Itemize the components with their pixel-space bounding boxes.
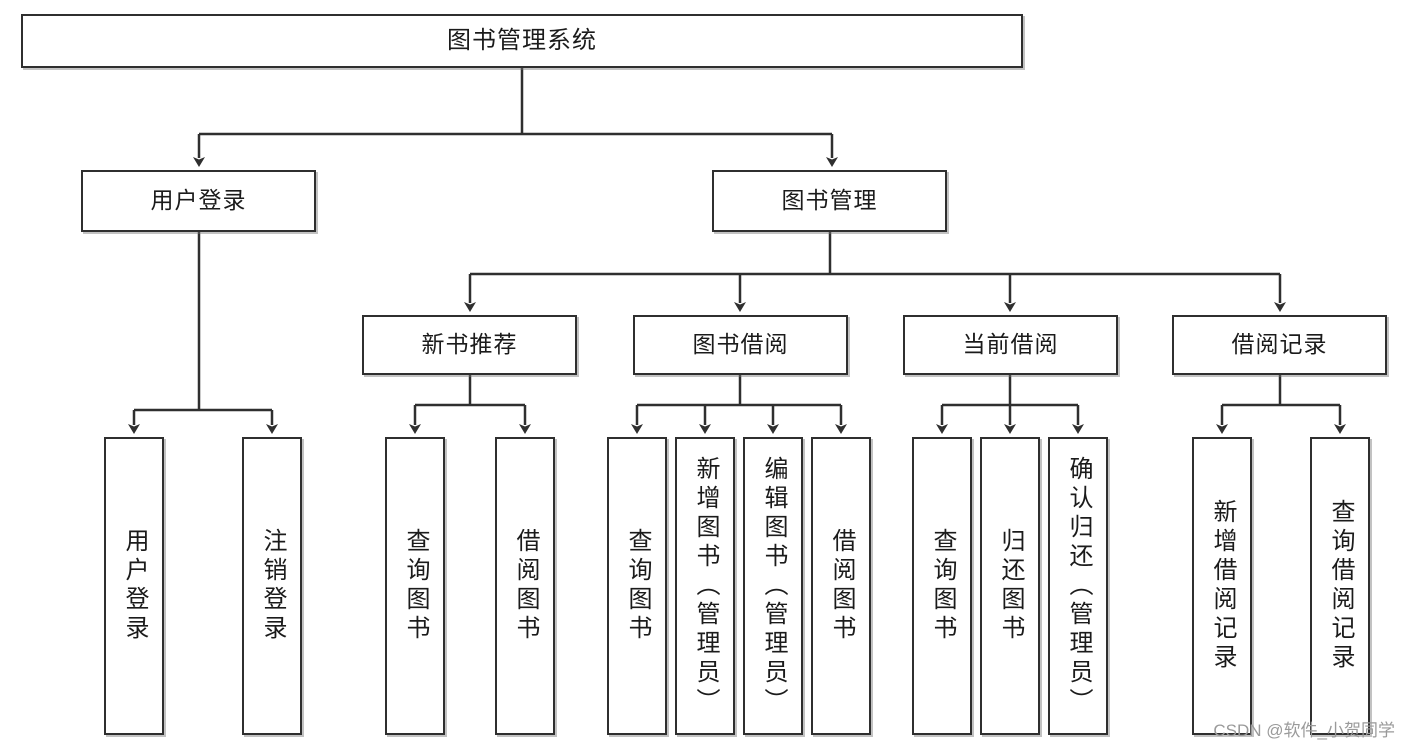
node-user-login-logout[interactable]: 注销登录 [242, 437, 302, 735]
node-book-management[interactable]: 图书管理 [712, 170, 947, 232]
connector-bookmgmt-to-level2 [464, 232, 1286, 312]
node-borrow-record-label: 借阅记录 [1231, 331, 1328, 358]
node-nb-borrow-book[interactable]: 借阅图书 [495, 437, 555, 735]
node-bb-borrow-book[interactable]: 借阅图书 [811, 437, 871, 735]
node-current-borrow[interactable]: 当前借阅 [903, 315, 1118, 375]
node-cb-return-book-label: 归还图书 [997, 528, 1024, 644]
node-br-add-record-label: 新增借阅记录 [1209, 499, 1236, 673]
connector-userlogin-to-leaves [128, 232, 278, 434]
node-user-login[interactable]: 用户登录 [81, 170, 316, 232]
node-current-borrow-label: 当前借阅 [962, 331, 1059, 358]
node-cb-return-book[interactable]: 归还图书 [980, 437, 1040, 735]
node-br-add-record[interactable]: 新增借阅记录 [1192, 437, 1252, 735]
node-borrow-record[interactable]: 借阅记录 [1172, 315, 1387, 375]
node-book-management-label: 图书管理 [781, 187, 878, 214]
node-nb-borrow-book-label: 借阅图书 [512, 528, 539, 644]
node-nb-query-book[interactable]: 查询图书 [385, 437, 445, 735]
node-bb-edit-book[interactable]: 编辑图书（管理员） [743, 437, 803, 735]
node-cb-query-book-label: 查询图书 [929, 528, 956, 644]
node-book-borrow[interactable]: 图书借阅 [633, 315, 848, 375]
node-br-query-record[interactable]: 查询借阅记录 [1310, 437, 1370, 735]
connector-root-to-level1 [193, 68, 838, 167]
connector-newbook-to-leaves [409, 375, 531, 434]
node-nb-query-book-label: 查询图书 [402, 528, 429, 644]
node-bb-query-book[interactable]: 查询图书 [607, 437, 667, 735]
node-cb-confirm-return-label: 确认归还（管理员） [1065, 455, 1092, 717]
connector-borrowrecord-to-leaves [1216, 375, 1346, 434]
connector-bookborrow-to-leaves [631, 375, 847, 434]
node-user-login-login-label: 用户登录 [121, 528, 148, 644]
node-bb-borrow-book-label: 借阅图书 [828, 528, 855, 644]
node-new-book-recommend[interactable]: 新书推荐 [362, 315, 577, 375]
node-br-query-record-label: 查询借阅记录 [1327, 499, 1354, 673]
node-cb-query-book[interactable]: 查询图书 [912, 437, 972, 735]
node-bb-query-book-label: 查询图书 [624, 528, 651, 644]
node-bb-edit-book-label: 编辑图书（管理员） [760, 455, 787, 717]
connector-currentborrow-to-leaves [936, 375, 1084, 434]
node-bb-add-book[interactable]: 新增图书（管理员） [675, 437, 735, 735]
node-user-login-logout-label: 注销登录 [259, 528, 286, 644]
node-cb-confirm-return[interactable]: 确认归还（管理员） [1048, 437, 1108, 735]
node-new-book-recommend-label: 新书推荐 [421, 331, 518, 358]
node-book-borrow-label: 图书借阅 [692, 331, 789, 358]
node-user-login-label: 用户登录 [150, 187, 247, 214]
node-user-login-login[interactable]: 用户登录 [104, 437, 164, 735]
node-root[interactable]: 图书管理系统 [21, 14, 1023, 68]
node-root-label: 图书管理系统 [447, 26, 597, 54]
node-bb-add-book-label: 新增图书（管理员） [692, 455, 719, 717]
